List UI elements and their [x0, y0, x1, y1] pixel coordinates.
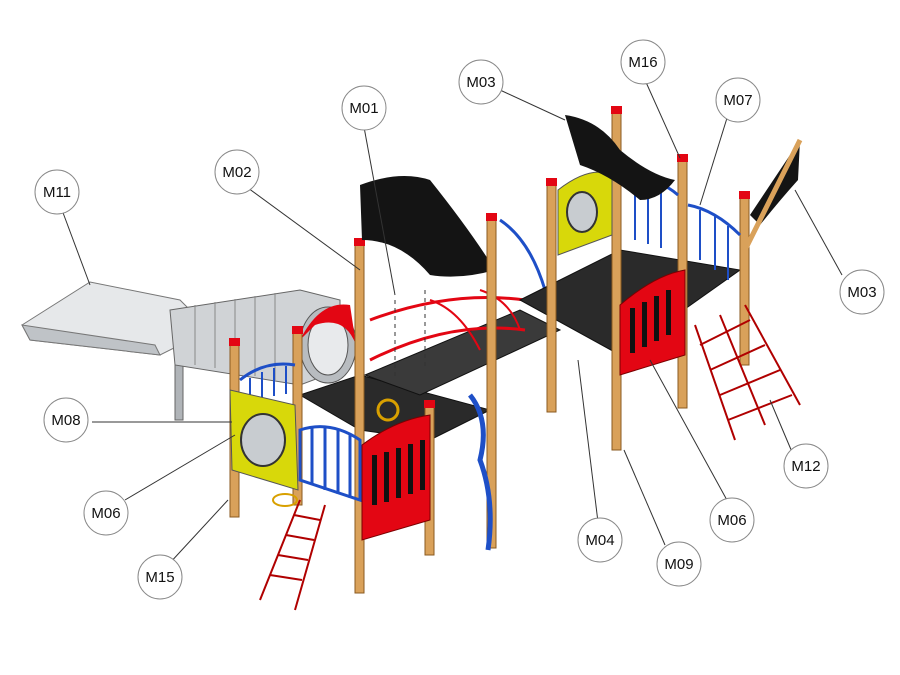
left-tower: [229, 176, 495, 594]
callout-m15: M15: [137, 554, 183, 600]
slide: [21, 281, 211, 421]
callout-m07: M07: [715, 77, 761, 123]
callout-m04: M04: [577, 517, 623, 563]
rope-bridge: [363, 213, 562, 551]
playground-structure: [21, 106, 803, 611]
callout-label: M07: [723, 92, 752, 109]
callout-label: M01: [349, 100, 378, 117]
callout-m06-left: M06: [83, 490, 129, 536]
callout-m01: M01: [341, 85, 387, 131]
callout-m06-right: M06: [709, 497, 755, 543]
callout-label: M02: [222, 164, 251, 181]
callout-label: M08: [51, 412, 80, 429]
callout-label: M11: [43, 184, 71, 201]
callout-label: M16: [628, 54, 657, 71]
tube-slide: [169, 289, 357, 386]
callout-label: M12: [791, 458, 820, 475]
rope-ladder: [259, 493, 326, 611]
callout-m12: M12: [783, 443, 829, 489]
callout-m11: M11: [34, 169, 80, 215]
callout-m16: M16: [620, 39, 666, 85]
callout-label: M04: [585, 532, 614, 549]
leader-lines: [61, 79, 843, 566]
callout-label: M09: [664, 556, 693, 573]
right-tower: [518, 106, 803, 451]
cargo-net: [694, 304, 801, 441]
callout-label: M03: [847, 284, 876, 301]
callout-m03-right: M03: [839, 269, 885, 315]
callout-m09: M09: [656, 541, 702, 587]
callout-label: M03: [466, 74, 495, 91]
callout-m02: M02: [214, 149, 260, 195]
callout-m03-top: M03: [458, 59, 504, 105]
callout-label: M06: [91, 505, 120, 522]
callout-m08: M08: [43, 397, 89, 443]
callout-label: M06: [717, 512, 746, 529]
callout-label: M15: [145, 569, 174, 586]
